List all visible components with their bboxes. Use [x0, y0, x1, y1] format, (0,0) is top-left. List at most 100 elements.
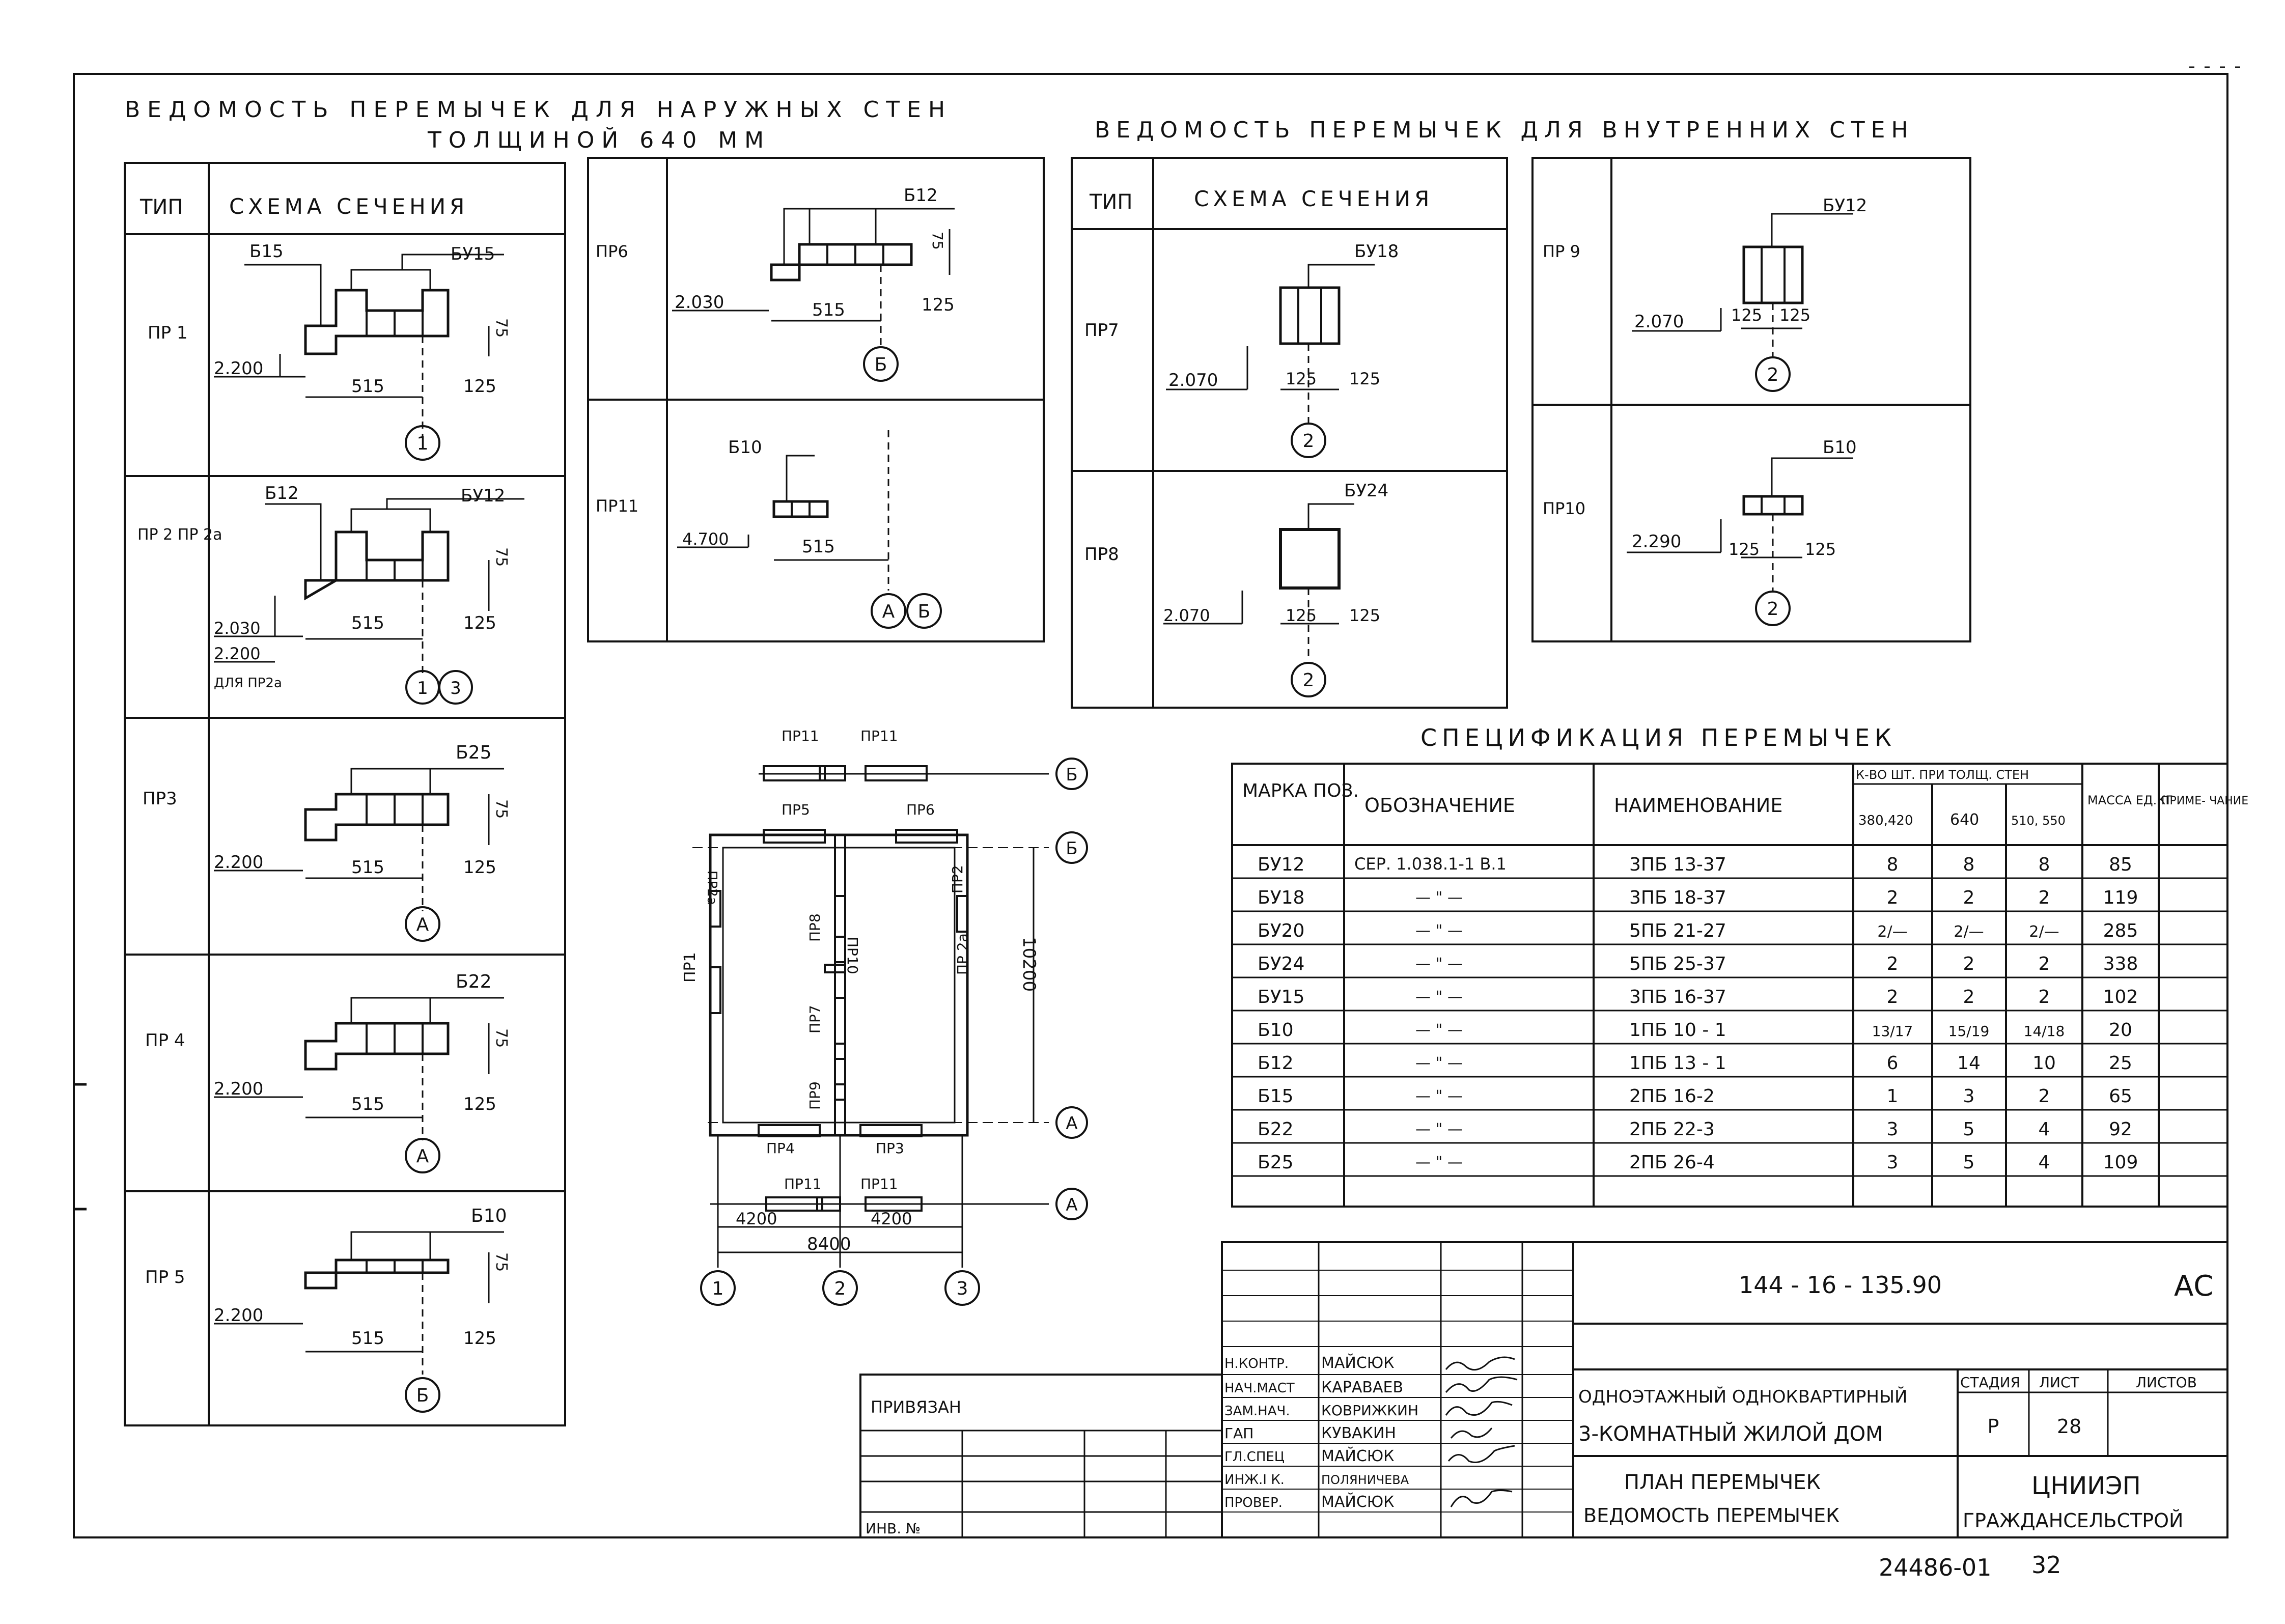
staff-role: ЗАМ.НАЧ. — [1224, 1404, 1290, 1419]
row-type: ПР7 — [1084, 320, 1119, 341]
axis-marker: А — [1066, 1113, 1077, 1134]
spec-name: 3ПБ 13-37 — [1629, 854, 1726, 875]
axis-marker: 2 — [1303, 670, 1315, 691]
spec-name: 1ПБ 13 - 1 — [1629, 1053, 1726, 1074]
inv-label: ИНВ. № — [866, 1520, 921, 1537]
stage-value: Р — [1988, 1415, 1999, 1438]
dim-label: 515 — [812, 300, 845, 320]
project-title-1: ОДНОЭТАЖНЫЙ ОДНОКВАРТИРНЫЙ — [1578, 1386, 1907, 1407]
dim-label: 75 — [492, 1252, 510, 1272]
axis-marker: 3 — [957, 1278, 968, 1299]
spec-designation: — " — — [1415, 1054, 1463, 1072]
outer-table: ТИП СХЕМА СЕЧЕНИЯ ПР 1 Б15 БУ15 2.200 51… — [124, 162, 566, 1426]
axis-marker: А — [416, 1146, 429, 1167]
dim-label: 2.200 — [214, 1305, 263, 1326]
spec-qty: 2 — [2039, 887, 2050, 908]
dim-label: 2.200 — [214, 1079, 263, 1099]
spec-qty: 6 — [1887, 1053, 1899, 1074]
dim-label: 125 — [463, 376, 496, 397]
dim-label: 125 — [922, 295, 955, 315]
dim-label: 125 — [1729, 540, 1760, 559]
spec-mass: 338 — [2103, 954, 2138, 974]
dim-label: 515 — [351, 1328, 384, 1349]
spec-qty: 5 — [1963, 1119, 1975, 1140]
dim-label: 125 — [1286, 606, 1317, 625]
spec-head-qty: К-ВО ШТ. ПРИ ТОЛЩ. СТЕН — [1856, 768, 2029, 782]
spec-mass: 65 — [2109, 1086, 2132, 1107]
title-block: 144 - 16 - 135.90 АС ОДНОЭТАЖНЫЙ ОДНОКВА… — [859, 1241, 2228, 1538]
staff-name: МАЙСЮК — [1321, 1493, 1394, 1511]
spec-name: 5ПБ 21-27 — [1629, 920, 1726, 941]
spec-qty: 4 — [2039, 1152, 2050, 1173]
spec-qty: 2 — [1887, 954, 1899, 974]
axis-marker: Б — [918, 601, 931, 622]
sheet-label: ЛИСТ — [2039, 1374, 2080, 1391]
spec-mark: БУ18 — [1258, 887, 1304, 908]
spec-head-qty-col: 510, 550 — [2011, 814, 2066, 828]
dim-label: 125 — [463, 1094, 496, 1114]
signature-icon — [1447, 1445, 1515, 1463]
axis-marker: 2 — [1767, 365, 1779, 385]
spec-name: 1ПБ 10 - 1 — [1629, 1020, 1726, 1041]
spec-qty: 14/18 — [2024, 1023, 2065, 1040]
spec-mark: БУ15 — [1258, 987, 1304, 1007]
section-scheme — [214, 768, 504, 911]
spec-qty: 2/— — [2029, 923, 2059, 941]
plan-label: ПР1 — [681, 952, 699, 983]
spec-mark: Б12 — [1258, 1053, 1294, 1074]
staff-name: КОВРИЖКИН — [1321, 1402, 1418, 1419]
section-scheme — [214, 498, 524, 677]
spec-qty: 8 — [1887, 854, 1899, 875]
axis-marker: 1 — [417, 678, 428, 698]
plan-label: ПР 2а — [954, 933, 971, 975]
spec-name: 2ПБ 16-2 — [1629, 1086, 1715, 1107]
stage-label: СТАДИЯ — [1960, 1374, 2020, 1391]
dim-label: 515 — [351, 1094, 384, 1114]
spec-mass: 20 — [2109, 1020, 2132, 1041]
spec-name: 3ПБ 18-37 — [1629, 887, 1726, 908]
dim-label: 2.200 — [214, 644, 261, 663]
outer-table-2: ПР6 Б12 2.030 515 125 75 Б ПР11 — [587, 157, 1045, 642]
spec-qty: 2 — [1887, 887, 1899, 908]
spec-row: БУ15 — " — 3ПБ 16-37 2 2 2 102 — [1258, 987, 2138, 1007]
axis-marker: А — [416, 914, 429, 935]
inner-table-2: ПР 9 БУ12 2.070 125 125 2 ПР10 Б10 — [1531, 157, 1971, 642]
dim-label: 75 — [492, 1028, 510, 1048]
staff-role: Н.КОНТР. — [1224, 1356, 1289, 1371]
dim-label: 2.030 — [675, 292, 724, 313]
dim-label: 515 — [351, 613, 384, 633]
doc-code: 144 - 16 - 135.90 — [1739, 1271, 1942, 1299]
spec-head-mark: МАРКА ПОЗ. — [1242, 780, 1359, 801]
staff-role: ГЛ.СПЕЦ — [1224, 1449, 1285, 1465]
dim-label: 75 — [492, 799, 510, 819]
mark-label: Б12 — [904, 185, 938, 206]
spec-qty: 2 — [2039, 1086, 2050, 1107]
axis-marker: Б — [875, 354, 887, 375]
spec-name: 2ПБ 22-3 — [1629, 1119, 1715, 1140]
section-scheme — [1163, 503, 1354, 657]
dim-label: 125 — [1349, 369, 1380, 388]
spec-designation: — " — — [1415, 922, 1463, 940]
axis-marker: Б — [416, 1385, 429, 1406]
spec-head-qty-col: 380,420 — [1858, 813, 1913, 828]
spec-qty: 13/17 — [1872, 1023, 1913, 1040]
spec-mass: 109 — [2103, 1152, 2138, 1173]
spec-qty: 8 — [2039, 854, 2050, 875]
plan-label: ПР2а — [704, 871, 719, 905]
plan-label: ПР5 — [782, 801, 810, 818]
staff-name: МАЙСЮК — [1321, 1447, 1394, 1465]
spec-qty: 2 — [1963, 987, 1975, 1007]
spec-row: Б25 — " — 2ПБ 26-4 3 5 4 109 — [1258, 1152, 2138, 1173]
drawing-title-1: ПЛАН ПЕРЕМЫЧЕК — [1624, 1471, 1821, 1494]
spec-qty: 5 — [1963, 1152, 1975, 1173]
spec-qty: 15/19 — [1948, 1023, 1990, 1040]
section-scheme — [214, 254, 504, 438]
dim-label: 2.070 — [1168, 370, 1218, 390]
dim-label: 2.030 — [214, 619, 261, 638]
spec-qty: 2 — [2039, 987, 2050, 1007]
dim-label: 125 — [463, 857, 496, 878]
axis-marker: 3 — [450, 678, 461, 698]
project-title-2: 3-КОМНАТНЫЙ ЖИЛОЙ ДОМ — [1578, 1421, 1883, 1446]
dim-label: 2.070 — [1634, 312, 1684, 332]
mark-label: Б22 — [456, 971, 492, 992]
